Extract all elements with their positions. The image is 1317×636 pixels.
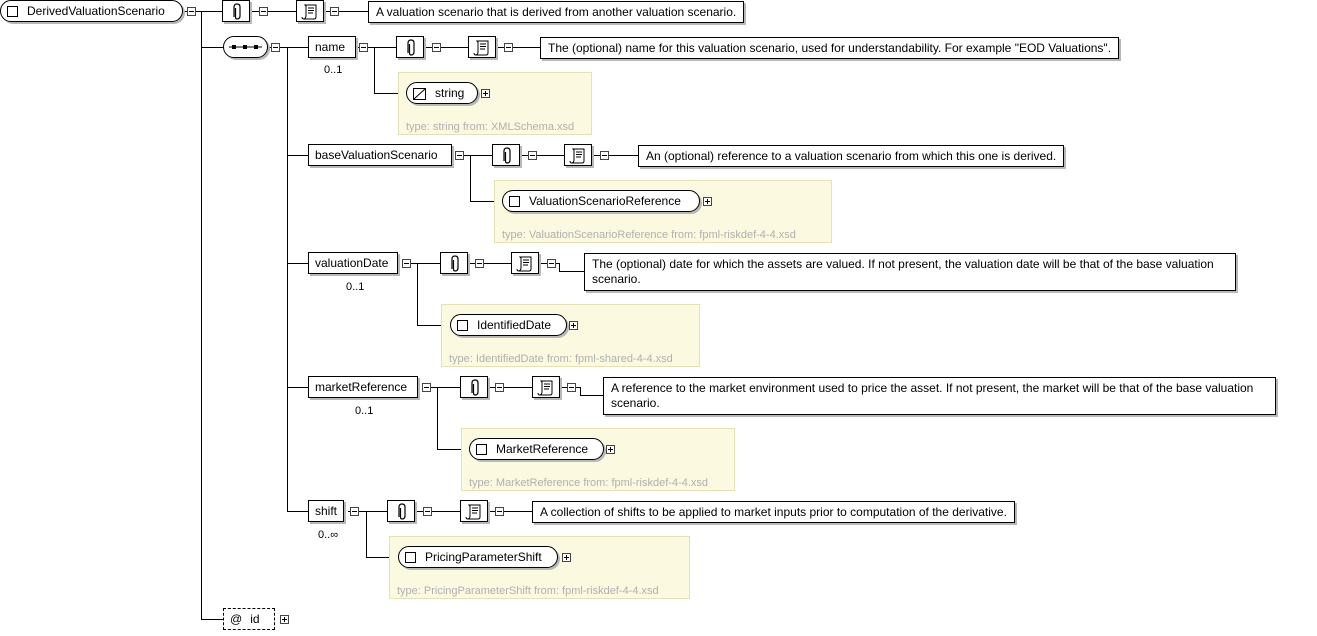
element-shift[interactable]: shift <box>308 500 344 522</box>
appinfo-paperclip-icon[interactable] <box>222 0 250 22</box>
complex-type-icon <box>405 552 416 564</box>
complex-type-icon <box>476 444 487 456</box>
cardinality: 0..1 <box>324 64 343 76</box>
type-reference[interactable]: ValuationScenarioReference <box>502 190 700 212</box>
element-documentation: A reference to the market environment us… <box>603 377 1276 415</box>
complex-type-icon <box>7 6 18 18</box>
element-name-label: shift <box>315 504 338 518</box>
element-documentation-text: A collection of shifts to be applied to … <box>540 505 1007 519</box>
type-label: ValuationScenarioReference <box>529 194 681 208</box>
appinfo-paperclip-icon[interactable] <box>396 36 424 58</box>
collapse-toggle[interactable] <box>455 151 464 160</box>
cardinality: 0..1 <box>355 405 374 417</box>
appinfo-paperclip-icon[interactable] <box>387 500 415 522</box>
expand-toggle[interactable] <box>481 89 490 98</box>
expand-toggle[interactable] <box>562 553 571 562</box>
element-documentation: The (optional) name for this valuation s… <box>540 37 1120 59</box>
root-element[interactable]: DerivedValuationScenario <box>0 0 183 22</box>
element-documentation: A collection of shifts to be applied to … <box>532 501 1015 523</box>
element-documentation-text: An (optional) reference to a valuation s… <box>646 149 1057 163</box>
documentation-scroll-icon[interactable] <box>564 144 592 166</box>
collapse-toggle[interactable] <box>271 43 280 52</box>
collapse-toggle[interactable] <box>359 43 368 52</box>
type-label: PricingParameterShift <box>425 550 542 564</box>
type-info: type: IdentifiedDate from: fpml-shared-4… <box>449 353 673 365</box>
simple-type-icon <box>413 87 426 100</box>
element-name-label: marketReference <box>315 380 408 394</box>
root-documentation-text: A valuation scenario that is derived fro… <box>376 5 737 19</box>
collapse-toggle[interactable] <box>402 259 411 268</box>
type-info: type: MarketReference from: fpml-riskdef… <box>469 477 709 489</box>
cardinality: 0..∞ <box>318 529 339 541</box>
documentation-scroll-icon[interactable] <box>532 376 560 398</box>
collapse-toggle[interactable] <box>495 507 504 516</box>
documentation-scroll-icon[interactable] <box>460 500 488 522</box>
root-element-name: DerivedValuationScenario <box>27 4 165 18</box>
expand-toggle[interactable] <box>280 615 289 624</box>
attribute-symbol: @ <box>230 612 243 626</box>
sequence-compositor[interactable] <box>223 36 268 58</box>
attribute-name: id <box>250 612 260 626</box>
expand-toggle[interactable] <box>606 445 615 454</box>
type-label: string <box>435 86 465 100</box>
type-reference[interactable]: IdentifiedDate <box>450 314 567 336</box>
element-valuationDate[interactable]: valuationDate <box>308 252 398 274</box>
collapse-toggle[interactable] <box>528 151 537 160</box>
type-label: IdentifiedDate <box>477 318 552 332</box>
collapse-toggle[interactable] <box>422 383 431 392</box>
element-name-label: valuationDate <box>315 256 389 270</box>
expand-toggle[interactable] <box>569 321 578 330</box>
documentation-scroll-icon[interactable] <box>468 36 496 58</box>
collapse-toggle[interactable] <box>475 259 484 268</box>
element-marketReference[interactable]: marketReference <box>308 376 418 398</box>
documentation-scroll-icon[interactable] <box>296 0 324 22</box>
collapse-toggle[interactable] <box>259 7 268 16</box>
collapse-toggle[interactable] <box>187 7 196 16</box>
collapse-toggle[interactable] <box>330 7 339 16</box>
element-documentation: An (optional) reference to a valuation s… <box>638 145 1065 167</box>
collapse-toggle[interactable] <box>423 507 432 516</box>
cardinality: 0..1 <box>346 281 365 293</box>
collapse-toggle[interactable] <box>350 507 359 516</box>
collapse-toggle[interactable] <box>504 43 513 52</box>
element-name-label: name <box>315 40 346 54</box>
expand-toggle[interactable] <box>703 197 712 206</box>
collapse-toggle[interactable] <box>495 383 504 392</box>
collapse-toggle[interactable] <box>567 383 576 392</box>
element-documentation-text: The (optional) name for this valuation s… <box>548 41 1112 55</box>
collapse-toggle[interactable] <box>600 151 609 160</box>
element-documentation-text: The (optional) date for which the assets… <box>592 257 1214 286</box>
element-baseValuationScenario[interactable]: baseValuationScenario <box>308 144 452 166</box>
appinfo-paperclip-icon[interactable] <box>440 252 468 274</box>
attribute-id[interactable]: @ id <box>223 608 275 630</box>
element-name-label: baseValuationScenario <box>315 148 438 162</box>
type-info: type: PricingParameterShift from: fpml-r… <box>397 585 659 597</box>
type-label: MarketReference <box>496 442 589 456</box>
type-reference[interactable]: MarketReference <box>469 438 604 460</box>
element-name[interactable]: name <box>308 36 356 58</box>
element-documentation: The (optional) date for which the assets… <box>584 253 1236 291</box>
collapse-toggle[interactable] <box>547 259 556 268</box>
collapse-toggle[interactable] <box>432 43 441 52</box>
type-reference[interactable]: string <box>406 82 478 104</box>
sequence-compositor-icon <box>229 45 262 49</box>
type-info: type: ValuationScenarioReference from: f… <box>502 229 796 241</box>
element-documentation-text: A reference to the market environment us… <box>611 381 1254 410</box>
appinfo-paperclip-icon[interactable] <box>460 376 488 398</box>
appinfo-paperclip-icon[interactable] <box>492 144 520 166</box>
documentation-scroll-icon[interactable] <box>511 252 539 274</box>
complex-type-icon <box>457 320 468 332</box>
root-documentation: A valuation scenario that is derived fro… <box>368 1 745 23</box>
type-reference[interactable]: PricingParameterShift <box>398 546 558 568</box>
complex-type-icon <box>509 196 520 208</box>
type-info: type: string from: XMLSchema.xsd <box>406 121 575 133</box>
